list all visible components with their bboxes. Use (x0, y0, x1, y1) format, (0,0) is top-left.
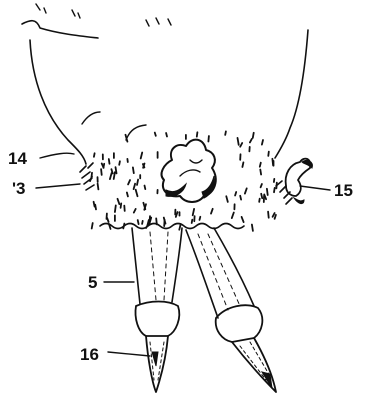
label-16: 16 (80, 345, 99, 364)
seta-mark (116, 167, 117, 173)
seta-mark (101, 169, 102, 175)
body-outline (22, 21, 308, 164)
seta-mark (252, 225, 253, 231)
seta-mark (238, 138, 239, 145)
seta-mark (262, 140, 263, 145)
seta-mark (253, 133, 254, 138)
seta-mark (242, 162, 243, 167)
seta-mark (193, 209, 194, 215)
seta-mark (197, 132, 198, 136)
seta-mark (267, 189, 268, 195)
label-5: 5 (88, 273, 97, 292)
seta-mark (143, 203, 145, 209)
seta-mark (226, 196, 228, 202)
seta-mark (107, 218, 109, 222)
seta-mark (121, 203, 122, 207)
seta-mark (133, 167, 134, 173)
lateral-process-15 (286, 159, 313, 204)
seta-mark (272, 159, 273, 166)
seta-mark (240, 143, 242, 147)
lower-margin (100, 224, 244, 229)
seta-mark (128, 180, 130, 184)
seta-mark (240, 196, 241, 200)
seta-mark (260, 170, 261, 175)
seta-mark (137, 180, 138, 185)
seta-mark (134, 209, 136, 213)
seta-mark (179, 224, 180, 230)
seta-mark (268, 152, 269, 156)
seta-mark (274, 188, 275, 192)
seta-mark (208, 136, 209, 142)
seta-mark (200, 217, 201, 220)
seta-mark (119, 161, 120, 165)
label-3: '3 (12, 179, 26, 198)
seta-mark (109, 159, 110, 164)
seta-mark (91, 173, 92, 179)
seta-mark (95, 205, 96, 210)
seta-mark (225, 131, 226, 135)
label-15: 15 (334, 181, 353, 200)
seta-mark (155, 133, 156, 136)
seta-mark (141, 153, 143, 159)
seta-mark (268, 212, 269, 218)
seta-mark (136, 190, 138, 197)
seta-mark (260, 163, 261, 167)
seta-mark (250, 139, 252, 143)
seta-mark (259, 199, 260, 202)
seta-mark (145, 186, 146, 190)
seta-mark (235, 192, 236, 196)
left-appendage (132, 228, 182, 392)
seta-mark (92, 223, 93, 229)
seta-mark (211, 209, 213, 214)
labels: 14 '3 15 5 16 (8, 149, 353, 364)
seta-mark (261, 194, 262, 198)
seta-mark (192, 220, 193, 223)
right-appendage (186, 228, 276, 392)
seta-mark (94, 153, 95, 157)
seta-mark (138, 220, 139, 224)
seta-mark (114, 172, 115, 179)
seta-mark (166, 133, 167, 137)
seta-mark (242, 217, 244, 222)
top-setae (36, 4, 171, 26)
seta-mark (232, 213, 234, 219)
seta-mark (127, 193, 128, 197)
seta-mark (110, 173, 112, 179)
seta-mark (98, 184, 99, 190)
central-sclerite (162, 140, 216, 202)
seta-mark (261, 184, 262, 187)
seta-mark (118, 199, 120, 204)
seta-mark (142, 221, 143, 224)
seta-mark (94, 202, 95, 207)
label-14: 14 (8, 149, 27, 168)
seta-mark (245, 188, 247, 193)
seta-mark (134, 184, 136, 189)
seta-mark (115, 205, 116, 212)
seta-mark (273, 213, 275, 217)
setae-field (90, 131, 277, 231)
seta-mark (275, 215, 276, 219)
